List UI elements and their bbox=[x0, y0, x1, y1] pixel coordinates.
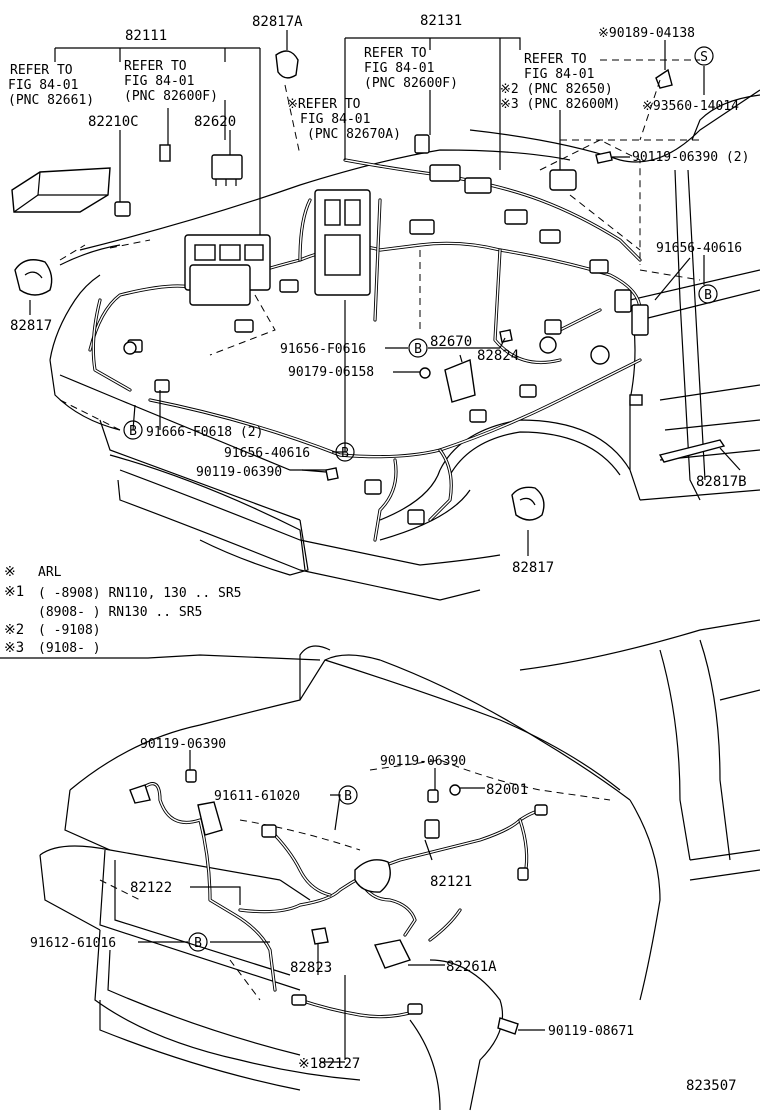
legend-text-2: ( -9108) bbox=[38, 623, 101, 638]
ref-82600F-b-line3: (PNC 82600F) bbox=[364, 76, 458, 91]
label-91656-F0616: 91656-F0616 bbox=[280, 342, 366, 357]
legend-text-3: (9108- ) bbox=[38, 641, 101, 656]
part-90119-bolt-2 bbox=[595, 151, 613, 164]
label-90119-08671: 90119-08671 bbox=[548, 1024, 634, 1039]
ref-82600F-a-line2: FIG 84-01 bbox=[124, 74, 194, 89]
part-82210C-relay bbox=[114, 201, 131, 217]
circle-b-marker-91666: B bbox=[129, 424, 137, 439]
upper-leader-lines bbox=[29, 30, 741, 556]
label-82121: 82121 bbox=[430, 874, 472, 890]
label-82620: 82620 bbox=[194, 114, 236, 130]
legend-text-0: ARL bbox=[38, 565, 62, 580]
label-82670: 82670 bbox=[430, 334, 472, 350]
label-82001: 82001 bbox=[486, 782, 528, 798]
lower-vehicle-body bbox=[39, 619, 760, 1111]
legend-mark-3: ※3 bbox=[4, 640, 24, 656]
junction-block-82111 bbox=[184, 234, 271, 306]
circle-b-marker-right: B bbox=[704, 288, 712, 303]
label-91666-F0618: 91666-F0618 (2) bbox=[146, 425, 263, 440]
part-90179-nut bbox=[419, 367, 431, 379]
legend-mark-1: ※1 bbox=[4, 584, 24, 600]
circle-s-marker: S bbox=[700, 50, 708, 65]
circle-b-marker-40616: B bbox=[341, 446, 349, 461]
ref-82670A-line2: FIG 84-01 bbox=[300, 112, 370, 127]
label-90119-06390-lower-right: 90119-06390 bbox=[380, 754, 466, 769]
label-90179-06158: 90179-06158 bbox=[288, 365, 374, 380]
circle-markers: S B B B B B B bbox=[123, 46, 718, 952]
legend-text-1b: (8908- ) RN130 .. SR5 bbox=[38, 605, 202, 620]
label-91656-40616-right: 91656-40616 bbox=[656, 241, 742, 256]
circle-b-marker-91611: B bbox=[344, 789, 352, 804]
label-91611-61020: 91611-61020 bbox=[214, 789, 300, 804]
part-82670A-connector bbox=[414, 134, 430, 154]
ref-82600F-a-line1: REFER TO bbox=[124, 59, 187, 74]
part-90119-bolt-c bbox=[325, 467, 339, 481]
label-82122: 82122 bbox=[130, 880, 172, 896]
diagram-id: 823507 bbox=[686, 1078, 737, 1094]
model-legend: ※ ARL ※1 ( -8908) RN110, 130 .. SR5 (890… bbox=[0, 564, 321, 661]
lower-part-labels: 90119-06390 90119-06390 82001 91611-6102… bbox=[30, 737, 737, 1094]
ref-82600F-b-line1: REFER TO bbox=[364, 46, 427, 61]
engine-room-wire-harness bbox=[88, 158, 642, 542]
label-82823: 82823 bbox=[290, 960, 332, 976]
ref-82600F-b-line2: FIG 84-01 bbox=[364, 61, 434, 76]
upper-part-labels: 82111 82131 82817A ※90189-04138 REFER TO… bbox=[8, 13, 749, 576]
part-82817-grommet-center bbox=[511, 486, 545, 521]
label-82817B: 82817B bbox=[696, 474, 747, 490]
harness-connectors bbox=[123, 164, 649, 525]
part-82824-clip bbox=[499, 329, 513, 343]
label-82817-left: 82817 bbox=[10, 318, 52, 334]
part-82817-grommet-left bbox=[14, 259, 53, 296]
ref-82600M-line4: ※3 (PNC 82600M) bbox=[500, 97, 620, 112]
label-82131: 82131 bbox=[420, 13, 462, 29]
part-82817B-strip bbox=[658, 439, 726, 463]
label-90119-06390-center: 90119-06390 bbox=[196, 465, 282, 480]
label-90119-06390-lower-left: 90119-06390 bbox=[140, 737, 226, 752]
lower-wire-harness bbox=[133, 782, 547, 1019]
ref-82600F-a-line3: (PNC 82600F) bbox=[124, 89, 218, 104]
ref-82670A-line1: ※REFER TO bbox=[287, 97, 361, 112]
label-82817-center: 82817 bbox=[512, 560, 554, 576]
part-82620-relay bbox=[211, 154, 243, 186]
label-91656-40616-center: 91656-40616 bbox=[224, 446, 310, 461]
ref-82650-line2: FIG 84-01 bbox=[524, 67, 594, 82]
circle-b-marker-f0616: B bbox=[414, 342, 422, 357]
label-91612-61016: 91612-61016 bbox=[30, 936, 116, 951]
label-93560-14014: ※93560-14014 bbox=[642, 99, 739, 114]
circle-b-marker-91612: B bbox=[194, 936, 202, 951]
ref-82650-line3: ※2 (PNC 82650) bbox=[500, 82, 613, 97]
label-90119-06390-2: 90119-06390 (2) bbox=[632, 150, 749, 165]
legend-text-1: ( -8908) RN110, 130 .. SR5 bbox=[38, 586, 242, 601]
label-82111: 82111 bbox=[125, 28, 167, 44]
legend-mark-2: ※2 bbox=[4, 622, 24, 638]
label-82817A: 82817A bbox=[252, 14, 303, 30]
label-82127: ※182127 bbox=[298, 1056, 360, 1072]
label-82824: 82824 bbox=[477, 348, 519, 364]
ref-82661-line2: FIG 84-01 bbox=[8, 78, 78, 93]
part-82661-box bbox=[11, 167, 111, 213]
legend-mark-0: ※ bbox=[4, 564, 16, 580]
label-82261A: 82261A bbox=[446, 959, 497, 975]
ref-82661-line3: (PNC 82661) bbox=[8, 93, 94, 108]
part-82650-relay bbox=[549, 169, 577, 191]
ref-82661-line1: REFER TO bbox=[10, 63, 73, 78]
junction-block-82131 bbox=[314, 189, 371, 296]
part-82670-bracket bbox=[444, 359, 476, 403]
lower-parts bbox=[129, 769, 548, 1035]
upper-dashed-guides bbox=[59, 59, 701, 356]
label-82210C: 82210C bbox=[88, 114, 139, 130]
ref-82650-line1: REFER TO bbox=[524, 52, 587, 67]
part-82600F-fuse bbox=[159, 144, 171, 162]
upper-vehicle-body bbox=[49, 89, 760, 601]
ref-82670A-line3: (PNC 82670A) bbox=[307, 127, 401, 142]
part-82817A-grommet bbox=[275, 50, 299, 79]
label-90189-04138: ※90189-04138 bbox=[598, 26, 695, 41]
lower-leader-lines bbox=[138, 750, 545, 1063]
